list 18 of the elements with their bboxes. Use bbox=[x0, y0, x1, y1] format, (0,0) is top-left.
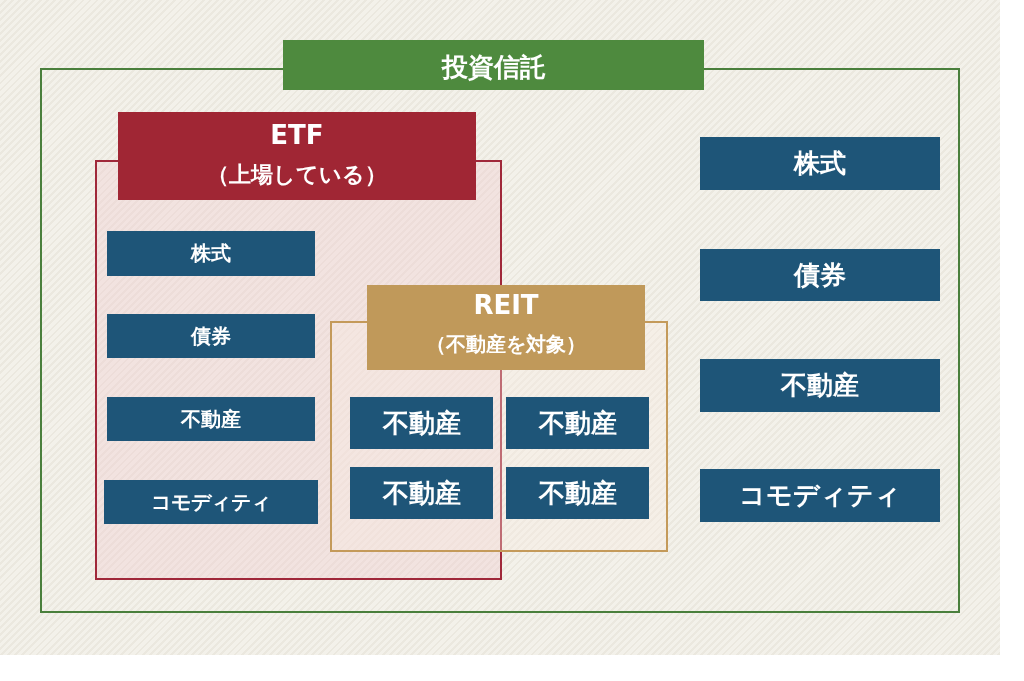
group-heading: REIT bbox=[472, 290, 540, 320]
category-box: 株式 bbox=[700, 137, 940, 190]
group-heading: （不動産を対象） bbox=[425, 331, 587, 358]
group-heading: （上場している） bbox=[206, 161, 388, 189]
group-heading: ETF bbox=[269, 120, 325, 150]
category-box: 債券 bbox=[107, 314, 315, 358]
category-box: 不動産 bbox=[107, 397, 315, 441]
group-heading: 投資信託 bbox=[440, 51, 547, 84]
category-box: コモディティ bbox=[700, 469, 940, 522]
group-box bbox=[40, 40, 960, 613]
category-box: 不動産 bbox=[350, 397, 493, 449]
category-box: コモディティ bbox=[104, 480, 318, 524]
category-box: 不動産 bbox=[506, 397, 649, 449]
category-box: 債券 bbox=[700, 249, 940, 301]
category-box: 株式 bbox=[107, 231, 315, 276]
category-box: 不動産 bbox=[506, 467, 649, 519]
category-box: 不動産 bbox=[350, 467, 493, 519]
category-box: 不動産 bbox=[700, 359, 940, 412]
